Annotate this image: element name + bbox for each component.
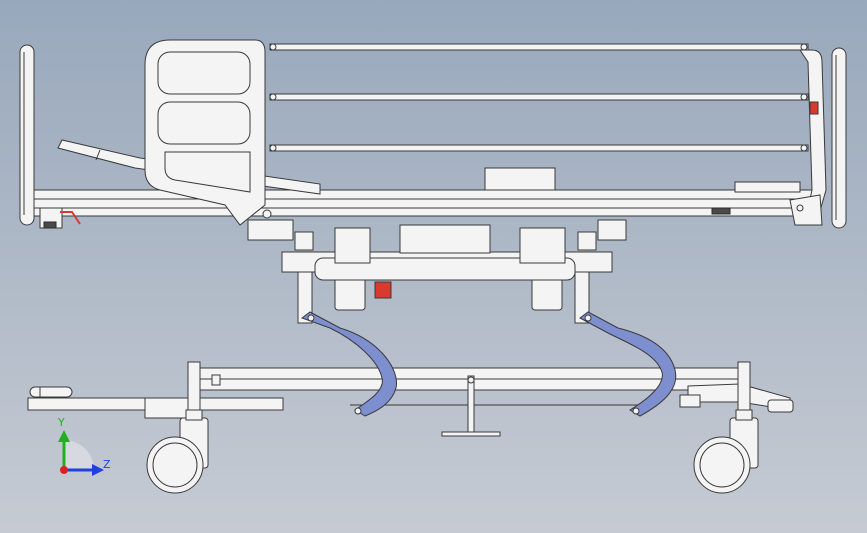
lift-arm-right — [579, 311, 677, 417]
axis-z-label: Z — [103, 458, 111, 471]
underframe-mechanism — [247, 219, 627, 299]
caster-left — [146, 361, 209, 494]
coordinate-triad-icon: Y Z — [57, 416, 111, 476]
lift-arm-left — [300, 311, 397, 417]
axis-y-label: Y — [57, 416, 65, 429]
side-rail-bars — [269, 43, 809, 152]
lift-columns — [297, 267, 590, 324]
caster-right — [693, 361, 759, 494]
side-rail-head-panel — [144, 39, 272, 226]
head-board — [19, 44, 35, 226]
foot-board — [831, 47, 847, 229]
side-rail-foot-panel — [789, 49, 827, 226]
